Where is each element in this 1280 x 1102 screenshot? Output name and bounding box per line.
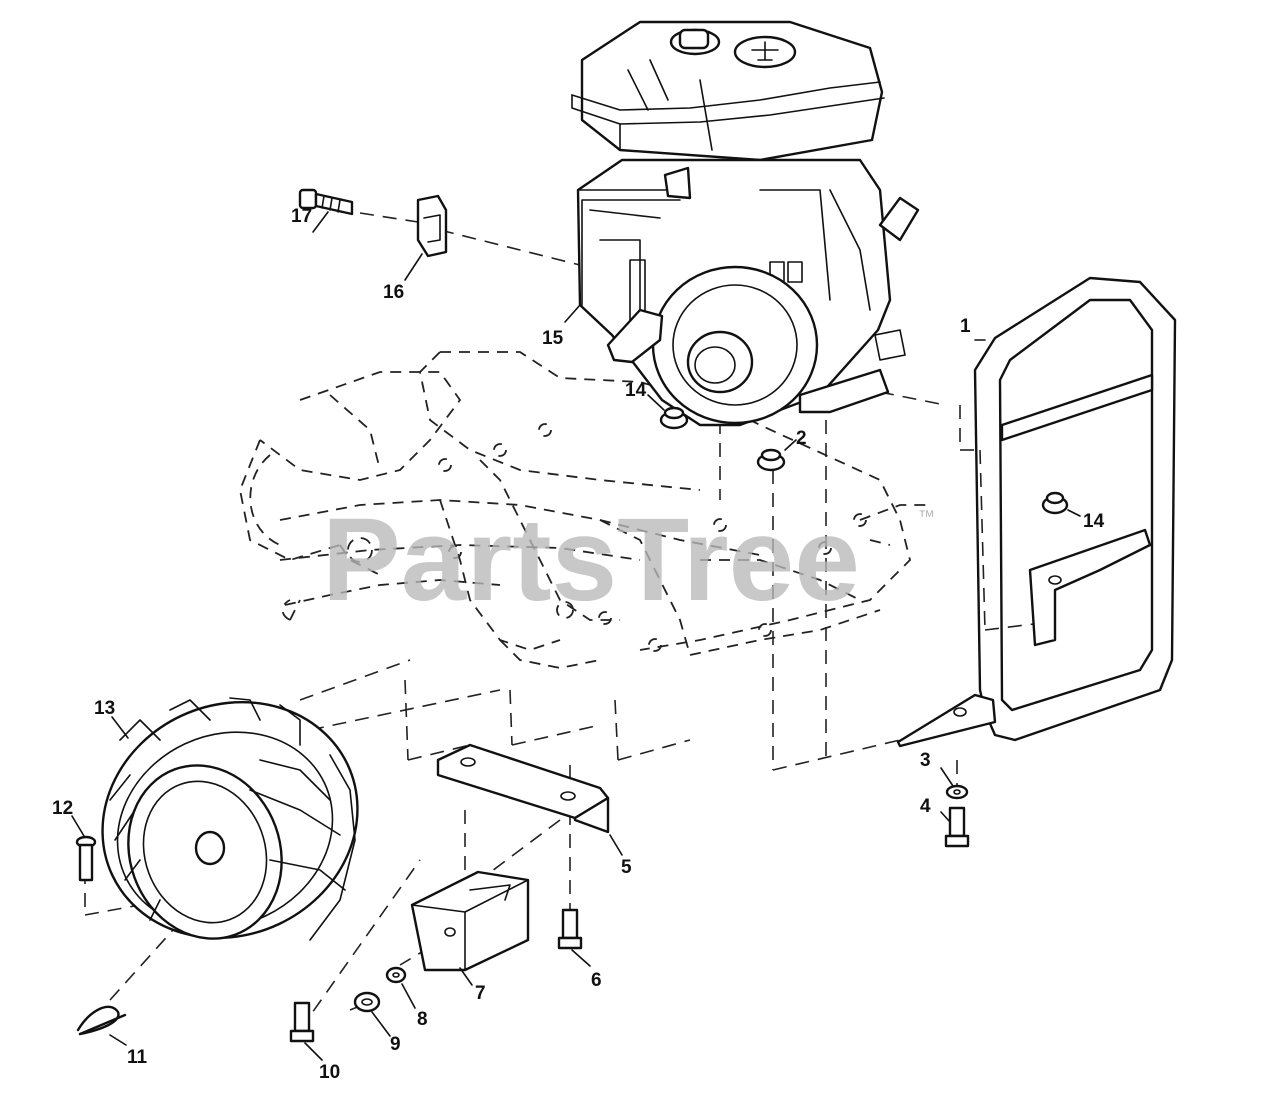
callout-11: 11 [127, 1047, 148, 1068]
lock-washer-8 [385, 966, 407, 984]
callout-9: 9 [390, 1034, 401, 1055]
callout-16: 16 [383, 282, 404, 303]
washer-3 [945, 784, 969, 800]
wheel-13 [101, 697, 359, 941]
bolt-17 [298, 188, 354, 216]
callout-13: 13 [94, 698, 115, 719]
callout-numbers: 1 2 3 4 5 6 7 8 9 10 11 12 13 14 14 15 1… [52, 206, 1105, 1083]
callout-1: 1 [960, 316, 971, 337]
callout-10: 10 [319, 1062, 340, 1083]
callout-leaders [71, 211, 1081, 1061]
clevis-pin-12 [75, 835, 97, 882]
callout-2: 2 [796, 428, 807, 449]
bracket-5 [436, 743, 610, 834]
callout-12: 12 [52, 798, 73, 819]
bolt-4 [944, 806, 970, 848]
watermark: PartsTree ™ [322, 494, 935, 626]
bracket-16 [416, 194, 448, 258]
hairpin-clip-11 [76, 1005, 127, 1036]
callout-5: 5 [621, 857, 632, 878]
bolt-10 [289, 1001, 315, 1043]
weight-7 [410, 870, 530, 972]
callout-4: 4 [920, 796, 931, 817]
nut-2 [756, 448, 786, 472]
callout-14-guard: 14 [1083, 511, 1105, 532]
watermark-trademark: ™ [918, 507, 935, 526]
callout-15: 15 [542, 328, 564, 349]
callout-6: 6 [591, 970, 602, 991]
watermark-text: PartsTree [322, 494, 860, 626]
callout-8: 8 [417, 1009, 428, 1030]
callout-17: 17 [291, 206, 312, 227]
callout-7: 7 [475, 983, 486, 1004]
callout-14-engine: 14 [625, 380, 647, 401]
callout-3: 3 [920, 750, 931, 771]
nut-9 [353, 991, 381, 1013]
tiller-frame-ghost [239, 351, 930, 669]
engine [571, 20, 920, 427]
flange-nut-14-engine [659, 406, 689, 430]
front-guard-1 [896, 276, 1177, 748]
bolt-6 [557, 908, 583, 950]
